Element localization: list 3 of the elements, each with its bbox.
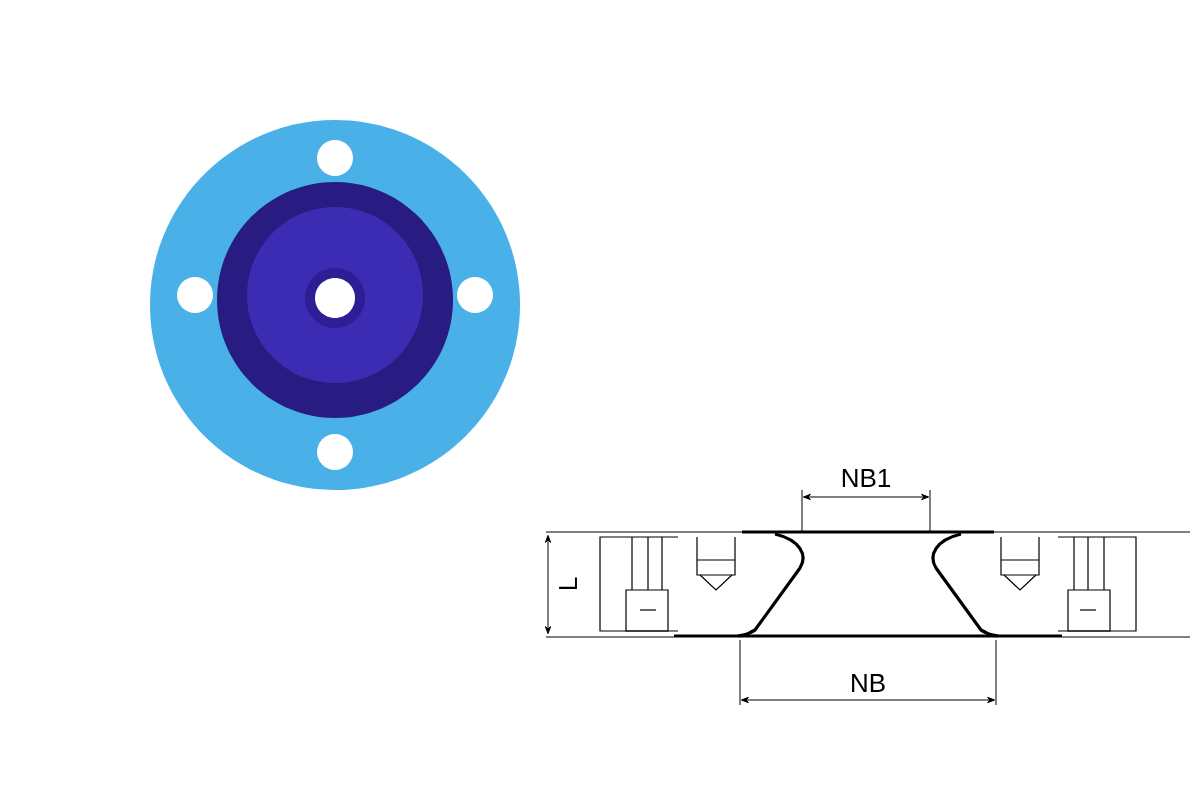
dimension-label: NB xyxy=(852,674,885,692)
dimension-label: NB1 xyxy=(842,469,891,487)
dimension-label: L xyxy=(559,577,577,590)
